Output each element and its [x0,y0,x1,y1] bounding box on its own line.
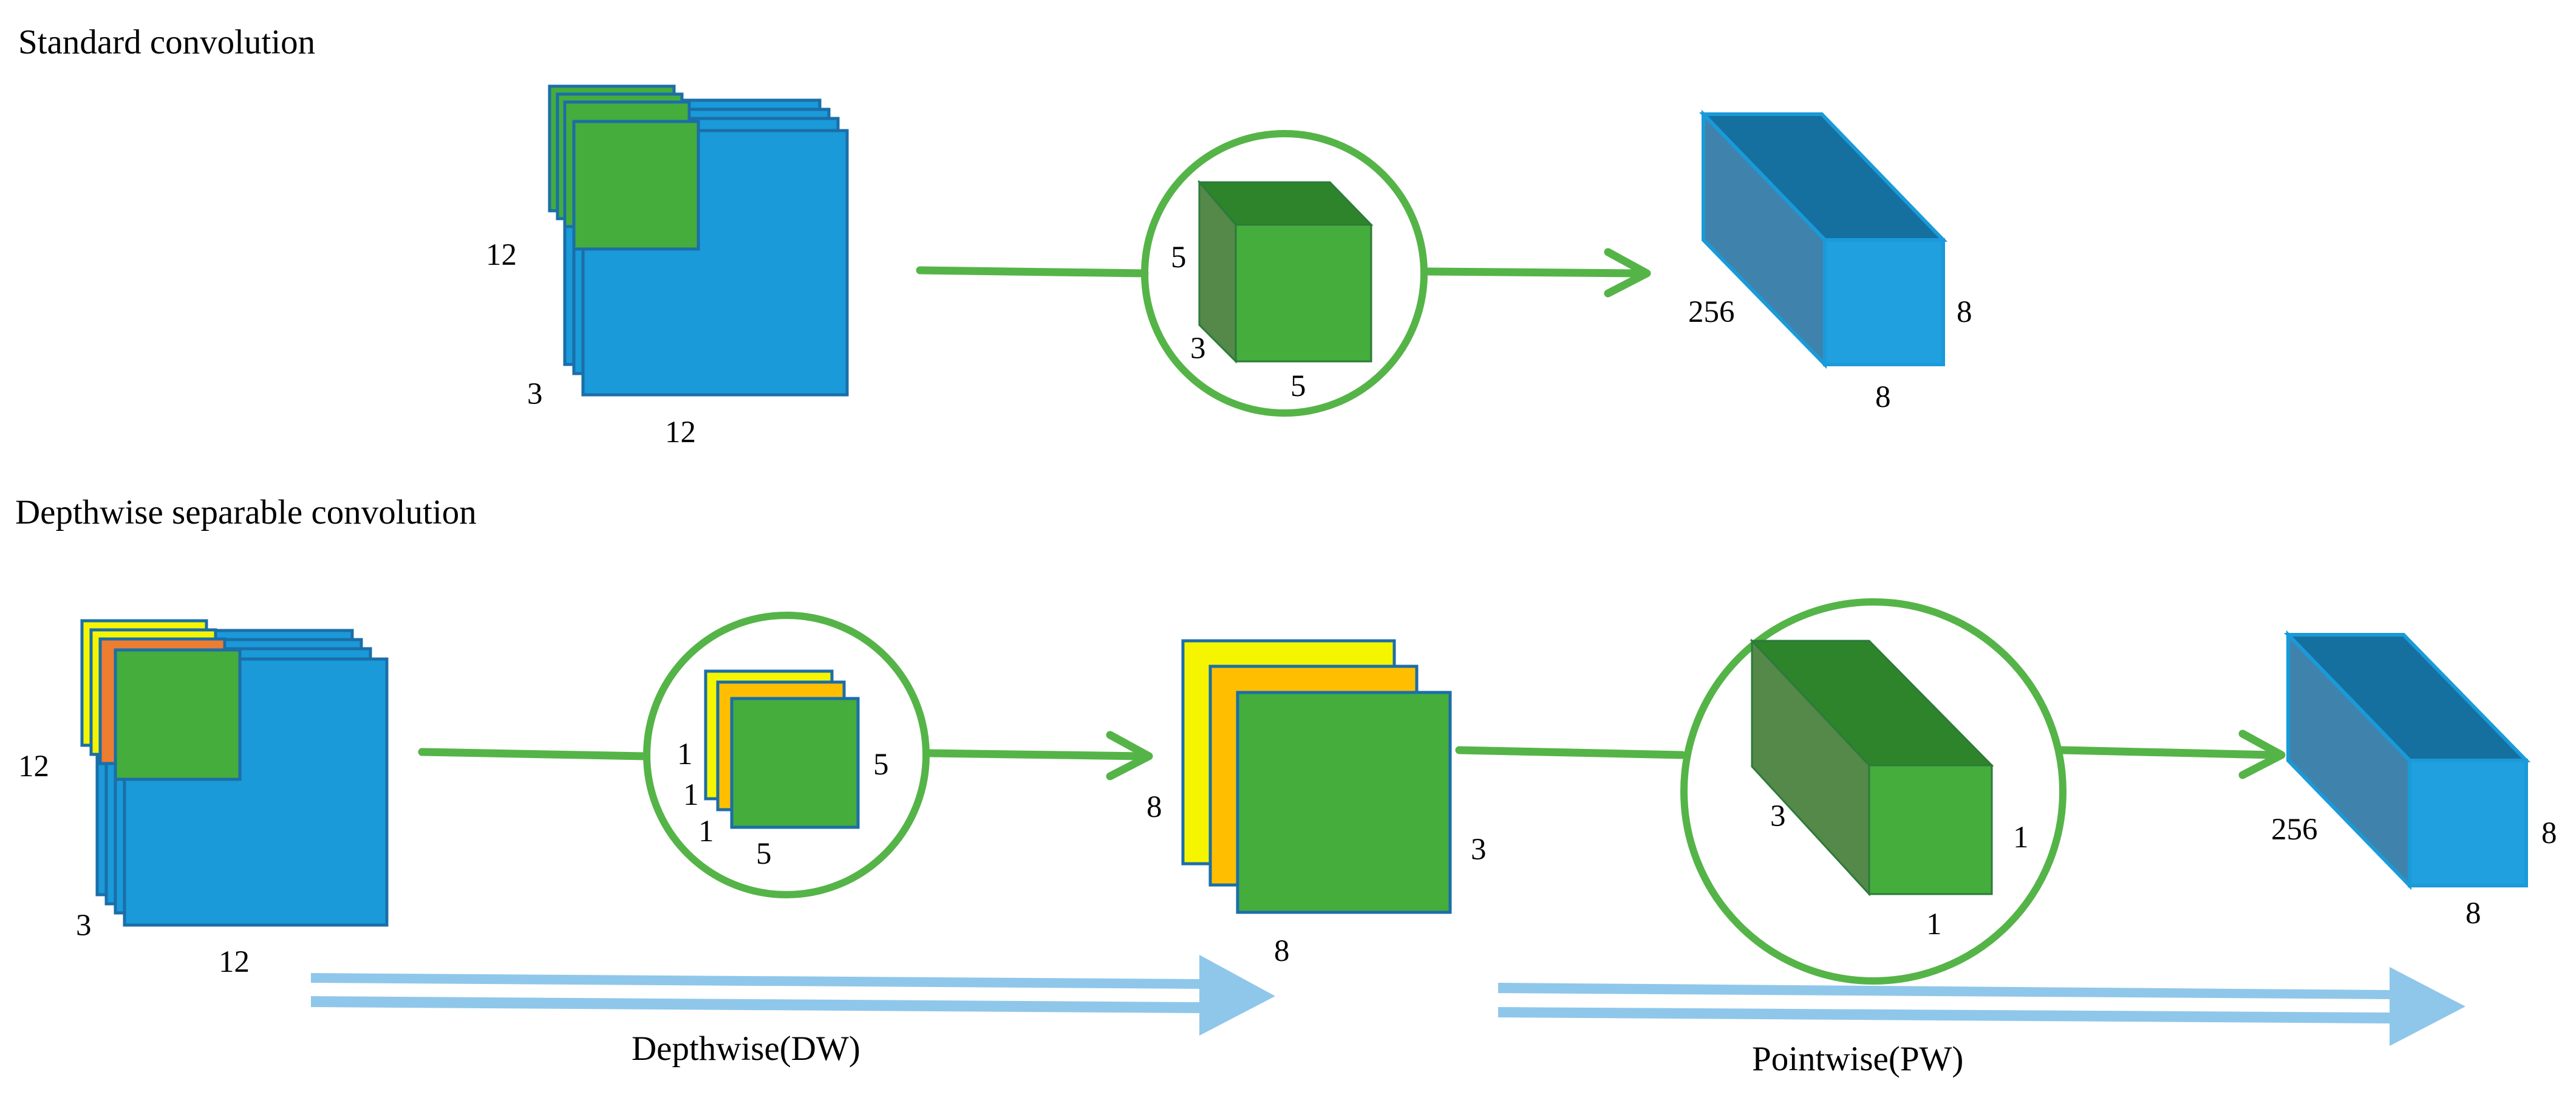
dw-kernel-depth-label: 1 [698,815,714,849]
pw-kernel-width-label: 1 [1926,907,1942,941]
standard-kernel-height-label: 5 [1171,241,1187,275]
standard-kernel-depth-label: 3 [1190,332,1206,366]
dw-arrowhead [1106,731,1153,781]
standard-section: Standard convolution 12 3 12 5 3 5 [18,23,1972,449]
dw-output-height-label: 8 [2541,816,2557,850]
standard-input-width-label: 12 [665,415,696,449]
dw-output-front [2408,759,2528,887]
dw-output-cuboid [2283,630,2531,890]
standard-input-height-label: 12 [486,238,517,272]
standard-output-width-label: 8 [1875,380,1891,414]
standard-output-arrow-shaft [1423,267,1644,278]
kernel-cube-front [1235,224,1372,363]
standard-connector-line [916,266,1149,278]
dw-input-width-label: 12 [219,945,250,979]
intermediate-width-label: 8 [1274,934,1290,968]
dw-caption: Depthwise(DW) [632,1030,860,1068]
pw-caption: Pointwise(PW) [1752,1040,1963,1078]
intermediate-maps [1181,639,1452,914]
kernel-window-front [572,120,700,251]
dw-connector-line [418,748,648,760]
dw-process-arrow [311,955,1275,1036]
depthwise-section: Depthwise separable convolution 12 3 12 … [15,493,2557,1078]
standard-output-depth-label: 256 [1688,295,1735,329]
pw-arrow-shaft [2057,746,2278,759]
pw-kernel-front [1868,764,1993,895]
dw-kernels [704,669,860,829]
standard-kernel-width-label: 5 [1290,369,1306,403]
dw-arrow-shaft [925,749,1146,760]
dw-kernel-depth-label: 1 [683,778,699,812]
output-cuboid-front [1823,238,1945,366]
pw-arrowhead [2238,729,2286,779]
dw-output-depth-label: 256 [2271,813,2318,847]
dw-kernel-width-label: 5 [756,837,772,871]
dw-input-stack [80,619,389,927]
intermediate-height-label: 8 [1147,790,1162,824]
dw-kernel-green [730,697,860,829]
pw-process-arrow-shape [1498,967,2465,1046]
dw-input-channels-label: 3 [76,909,92,943]
intermediate-map-green [1236,691,1452,914]
pw-kernel-depth-label: 3 [1770,799,1786,833]
depthwise-title: Depthwise separable convolution [15,493,477,531]
pw-kernel-ring [1680,598,2067,985]
standard-title: Standard convolution [18,23,315,61]
intermediate-channels-label: 3 [1471,833,1487,867]
standard-input-stack [548,84,849,397]
pw-kernel-height-label: 1 [2013,821,2029,855]
pw-kernel-cuboid [1750,638,1994,897]
standard-output-arrowhead [1604,248,1651,298]
dw-slice-green [114,648,242,781]
standard-input-channels-label: 3 [527,377,543,411]
dw-input-height-label: 12 [18,750,49,784]
pw-process-arrow [1498,967,2465,1046]
pw-connector-line [1455,746,1686,759]
standard-output-height-label: 8 [1957,295,1972,329]
dw-process-arrow-shape [311,955,1275,1036]
standard-output-cuboid [1699,109,1948,369]
dw-kernel-height-label: 5 [873,748,889,782]
standard-kernel-cube [1197,179,1374,364]
dw-output-width-label: 8 [2465,897,2481,931]
dw-kernel-depth-label: 1 [677,737,693,771]
